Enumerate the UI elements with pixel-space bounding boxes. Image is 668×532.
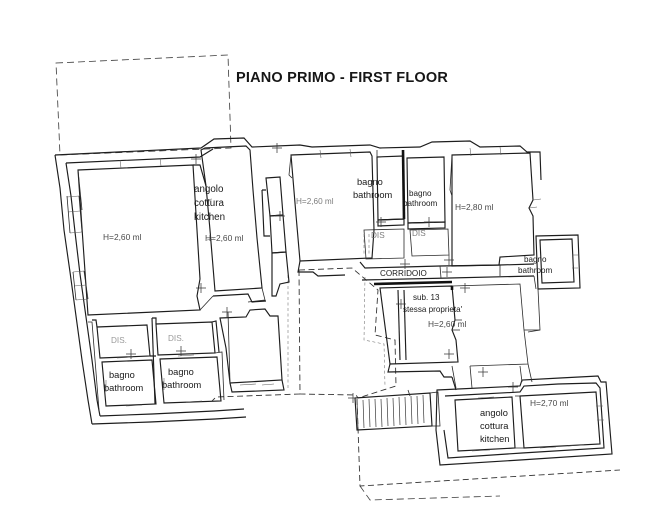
bathroom-bl-1-label-bathroom: bathroom bbox=[104, 383, 144, 393]
corridor-label-corridoio: CORRIDOIO bbox=[380, 269, 427, 278]
kitchen-bottom-label-angolo: angolo bbox=[480, 408, 508, 418]
room-height-kitchen-left: H=2,60 ml bbox=[205, 233, 244, 243]
room-unit-right-mid bbox=[379, 283, 529, 378]
room-kitchen-left bbox=[193, 145, 266, 303]
room-height-living-left: H=2,60 ml bbox=[103, 232, 142, 242]
bathroom-center-1-label-bathroom: bathroom bbox=[353, 190, 393, 200]
kitchen-bottom-label-kitchen: kitchen bbox=[480, 434, 509, 444]
room-height-right-top: H=2,80 ml bbox=[455, 202, 494, 212]
rooms-bottom-left bbox=[88, 317, 225, 411]
bathroom-right-label-bathroom: bathroom bbox=[518, 266, 552, 275]
dimension-tick-marks bbox=[126, 143, 518, 403]
building-outer-wall-lower-right bbox=[435, 375, 613, 466]
shaft-partition-center-left bbox=[261, 176, 290, 297]
unit-label-sub: sub. 13 bbox=[413, 293, 440, 302]
unit-label-stessa-proprieta: stessa proprieta' bbox=[403, 305, 463, 314]
kitchen-left-label-cottura: cottura bbox=[194, 198, 225, 209]
bathroom-bl-1-label-bagno: bagno bbox=[109, 370, 135, 380]
room-bottom-right bbox=[515, 391, 604, 449]
courtyard-outline-dashed bbox=[211, 267, 397, 402]
corridor-label-dis-bl-1: DIS. bbox=[111, 336, 127, 345]
terrace-outline-dashed bbox=[55, 54, 232, 156]
bathroom-right-label-bagno: bagno bbox=[524, 255, 547, 264]
connecting-walls bbox=[451, 275, 541, 391]
kitchen-left-label-kitchen: kitchen bbox=[194, 212, 225, 223]
room-height-center: H=2,60 ml bbox=[296, 197, 334, 206]
kitchen-bottom-label-cottura: cottura bbox=[480, 421, 509, 431]
building-outer-wall bbox=[54, 137, 542, 425]
room-bathroom-center-1 bbox=[376, 149, 406, 227]
corridor-label-dis-bl-2: DIS. bbox=[168, 334, 184, 343]
bathroom-center-2-label-bagno: bagno bbox=[409, 189, 432, 198]
room-center bbox=[288, 148, 375, 277]
bathroom-center-2-label-bathroom: bathroom bbox=[403, 199, 437, 208]
room-mid-left-large bbox=[199, 293, 285, 393]
room-height-unit-right-mid: H=2,60 ml bbox=[428, 319, 467, 329]
corridor-label-dis-center-1: DIS bbox=[371, 231, 385, 240]
page-title: PIANO PRIMO - FIRST FLOOR bbox=[235, 70, 449, 86]
kitchen-left-label-angolo: angolo bbox=[194, 184, 224, 195]
staircase bbox=[354, 389, 441, 431]
room-height-bottom-right: H=2,70 ml bbox=[530, 398, 569, 408]
bathroom-bl-2-label-bagno: bagno bbox=[168, 367, 194, 377]
bathroom-center-1-label-bagno: bagno bbox=[357, 177, 383, 187]
corridor-label-dis-center-2: DIS bbox=[412, 229, 426, 238]
room-bathroom-right bbox=[535, 234, 581, 290]
bathroom-bl-2-label-bathroom: bathroom bbox=[162, 380, 202, 390]
corridor-main bbox=[359, 261, 535, 286]
